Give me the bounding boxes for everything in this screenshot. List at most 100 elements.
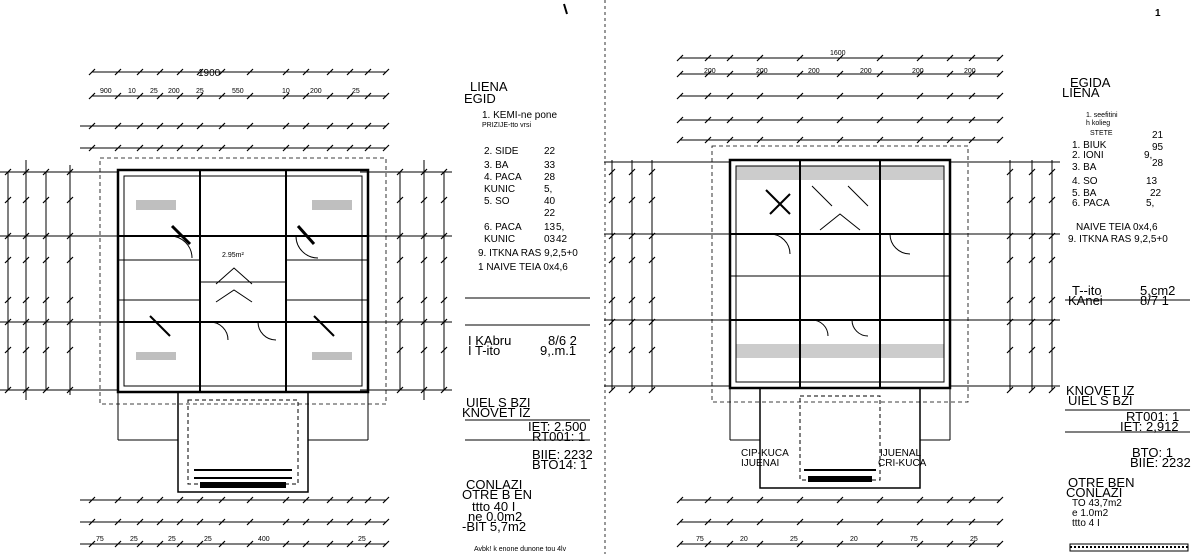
dimension-tick [326, 144, 334, 152]
legend-item: 1. seefitini [1086, 112, 1118, 119]
block2-row: BIIE: 2232 [532, 447, 593, 462]
legend-title: EGIDA [1070, 75, 1111, 90]
dimension-tick [996, 496, 1004, 504]
dimension-tick [114, 518, 122, 526]
dimension-tick [836, 518, 844, 526]
dimension-tick [4, 168, 12, 176]
dimension-tick [420, 296, 428, 304]
legend-item: KUNIC [484, 234, 516, 245]
dimension-tick [440, 296, 448, 304]
block2-title: KNOVET IZ [462, 405, 531, 420]
dimension-tick [1028, 386, 1036, 394]
block1-value: 8/6 2 [548, 333, 577, 348]
dimension-tick [876, 496, 884, 504]
dimension-tick [704, 518, 712, 526]
dimension-tick [136, 68, 144, 76]
block1-label: I T-ito [468, 343, 501, 358]
dimension-tick [282, 122, 290, 130]
dimension-tick [1006, 168, 1014, 176]
dimension-tick [608, 168, 616, 176]
dimension-tick [756, 518, 764, 526]
dimension-tick [364, 122, 372, 130]
dimension-tick [156, 122, 164, 130]
dimension-tick [382, 144, 390, 152]
block2-row: RT001: 1 [532, 429, 586, 444]
dimension-tick [114, 92, 122, 100]
dimension-tick [968, 496, 976, 504]
dimension-tick [876, 54, 884, 62]
dimension-tick [876, 70, 884, 78]
footer-note: Avbk! k enone dunone tou 4lv [474, 546, 567, 553]
dimension-tick [796, 54, 804, 62]
entry-label: CIP-KUCA [741, 448, 789, 459]
dimension-tick [836, 92, 844, 100]
dimension-tick [440, 346, 448, 354]
legend-value: 95 [1152, 142, 1164, 153]
dimension-tick [1048, 196, 1056, 204]
legend-value: 21 [1152, 130, 1164, 141]
dimension-tick [136, 144, 144, 152]
dimension-tick [726, 54, 734, 62]
dimension-tick [396, 256, 404, 264]
dimension-tick [1006, 232, 1014, 240]
legend-value: 33 [544, 160, 556, 171]
dimension-tick [364, 496, 372, 504]
dimension-tick [22, 296, 30, 304]
dimension-tick [440, 318, 448, 326]
dimension-tick [648, 296, 656, 304]
dimension-tick [876, 540, 884, 548]
dimension-tick [4, 386, 12, 394]
dimension-tick [196, 540, 204, 548]
left-dim-bottom: 400 [258, 536, 270, 543]
legend-item: 1 NAIVE TEIA 0x4,6 [478, 262, 568, 273]
dimension-tick [726, 496, 734, 504]
block1-label: KAnei [1068, 293, 1103, 308]
dimension-tick [628, 296, 636, 304]
dimension-tick [1048, 296, 1056, 304]
dimension-tick [676, 116, 684, 124]
legend-value: 9, [1144, 150, 1153, 161]
dimension-tick [704, 136, 712, 144]
legend-item: 5. SO [484, 196, 510, 207]
dimension-tick [66, 318, 74, 326]
room-area-label: 2.95m² [222, 252, 244, 259]
dimension-tick [156, 540, 164, 548]
dimension-tick [704, 540, 712, 548]
dimension-tick [246, 540, 254, 548]
dimension-tick [346, 68, 354, 76]
dimension-tick [176, 540, 184, 548]
dimension-tick [1006, 346, 1014, 354]
dimension-tick [704, 116, 712, 124]
dimension-tick [756, 136, 764, 144]
dimension-tick [968, 136, 976, 144]
dimension-tick [1048, 386, 1056, 394]
dimension-tick [42, 386, 50, 394]
entry-label: IJUENAL [880, 448, 922, 459]
dimension-tick [302, 518, 310, 526]
dimension-tick [836, 116, 844, 124]
dimension-tick [218, 496, 226, 504]
dimension-tick [440, 386, 448, 394]
right-dim-top: 200 [808, 68, 820, 75]
dimension-tick [968, 540, 976, 548]
dimension-tick [22, 318, 30, 326]
dimension-tick [756, 540, 764, 548]
dimension-tick [114, 122, 122, 130]
dimension-tick [420, 386, 428, 394]
dimension-tick [22, 256, 30, 264]
dimension-tick [176, 496, 184, 504]
dimension-tick [1006, 296, 1014, 304]
dimension-tick [396, 168, 404, 176]
block3-row: -BIT 5,7m2 [462, 519, 527, 534]
dimension-tick [66, 168, 74, 176]
dimension-tick [756, 496, 764, 504]
dimension-tick [996, 136, 1004, 144]
dimension-tick [726, 92, 734, 100]
dimension-tick [42, 346, 50, 354]
dimension-tick [42, 256, 50, 264]
block3-row: TO 43,7m2 [1072, 498, 1122, 509]
left-dim-bottom: 25 [204, 536, 212, 543]
right-dim-bottom: 75 [910, 536, 918, 543]
dimension-tick [382, 92, 390, 100]
dimension-tick [1028, 318, 1036, 326]
